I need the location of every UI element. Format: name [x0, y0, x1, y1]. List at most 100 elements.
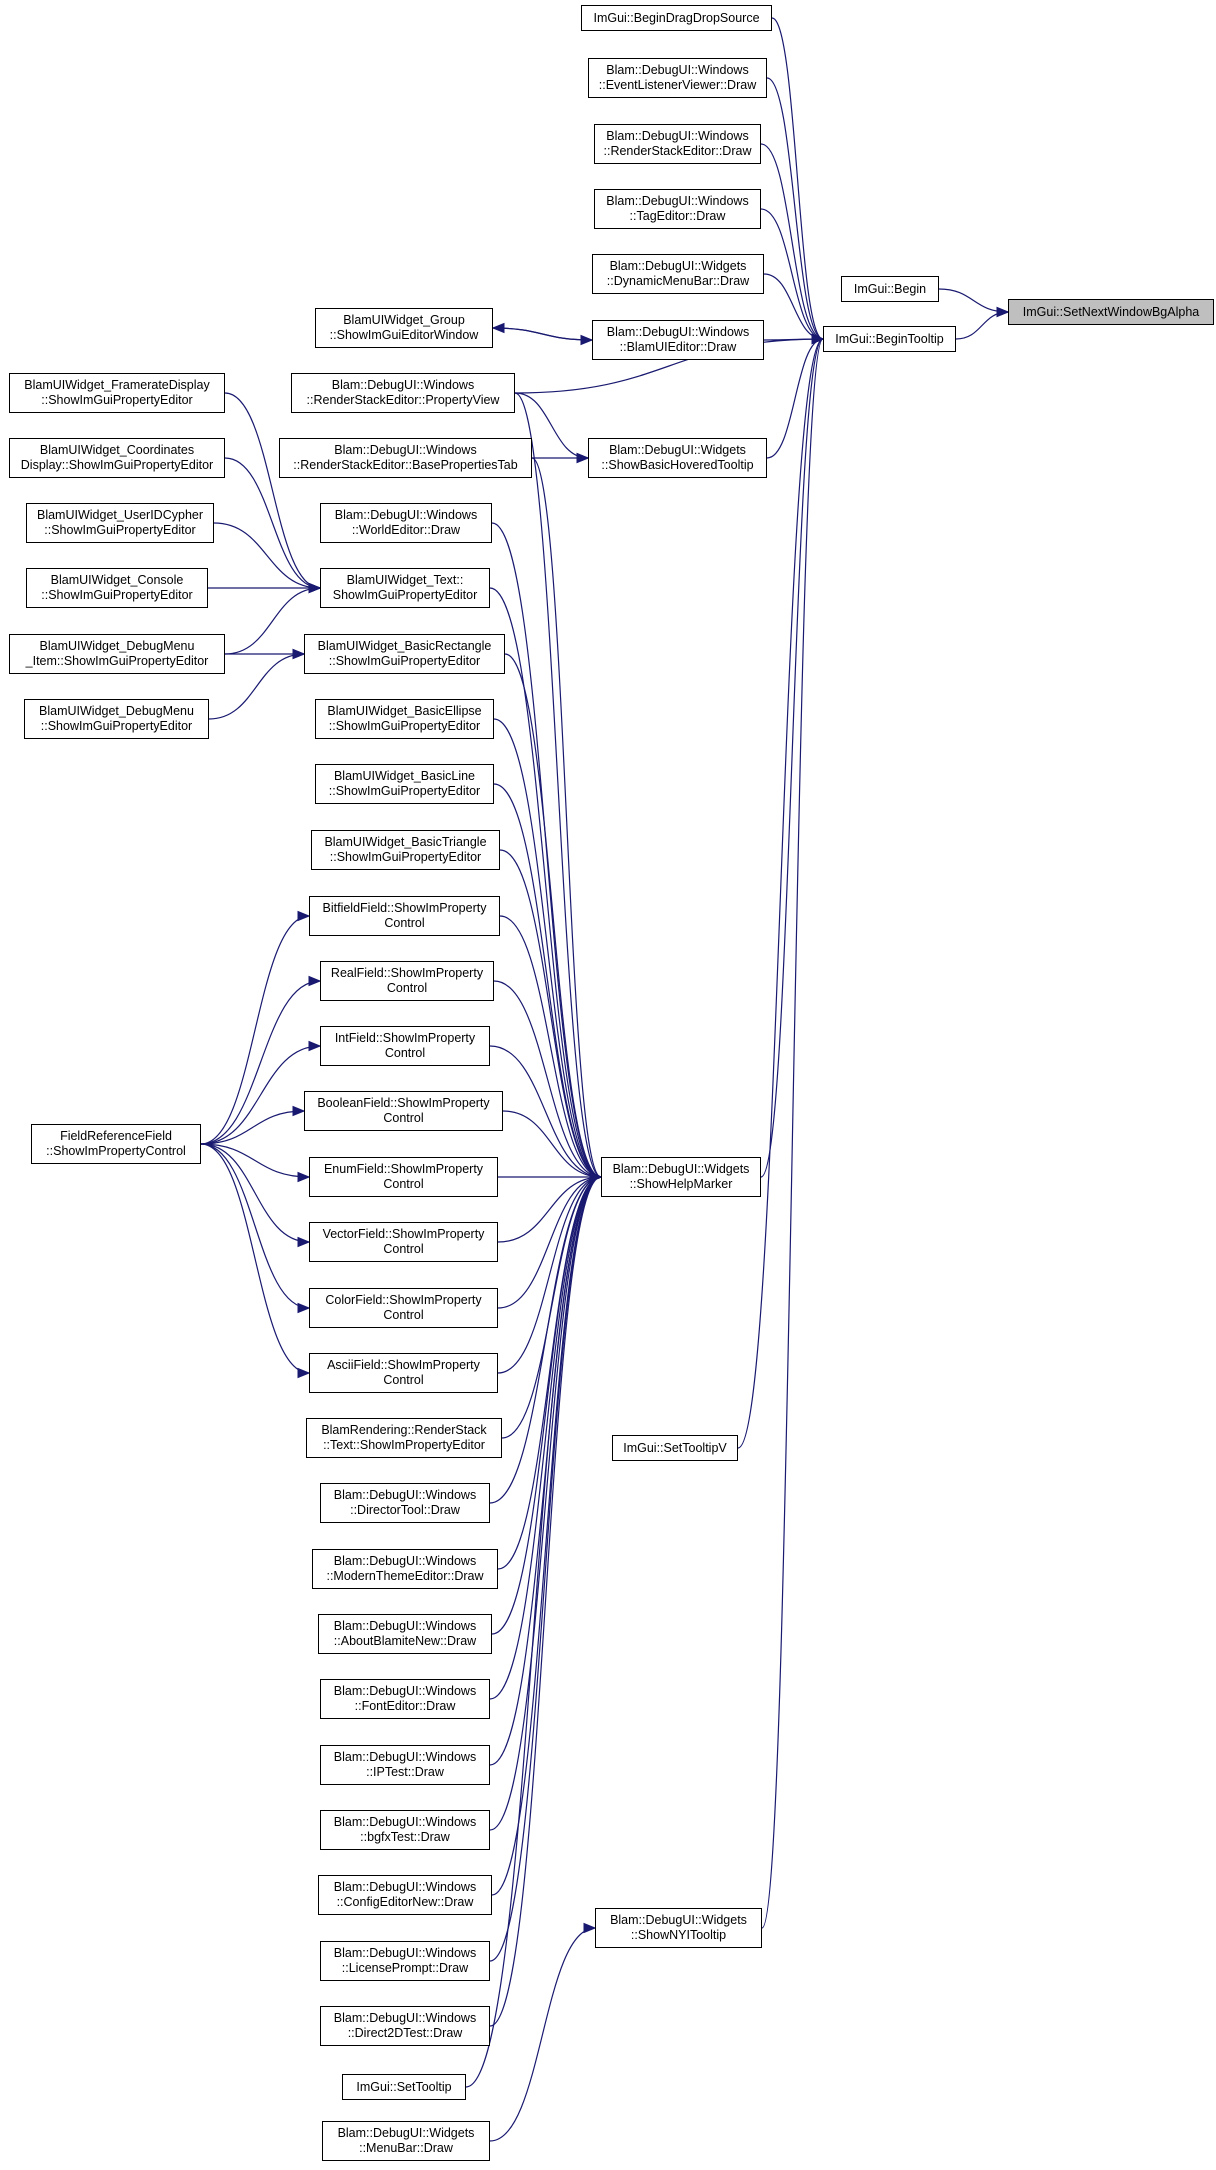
node-modern[interactable]: Blam::DebugUI::Windows ::ModernThemeEdit…	[312, 1549, 498, 1589]
node-dbgitem[interactable]: BlamUIWidget_DebugMenu _Item::ShowImGuiP…	[9, 634, 225, 674]
node-begin[interactable]: ImGui::Begin	[841, 276, 939, 302]
arrowhead-fieldref-to-bitfield	[297, 910, 311, 922]
arrowhead-fieldref-to-real	[308, 975, 322, 987]
edge-license-to-help	[489, 1176, 602, 1962]
node-menubar[interactable]: Blam::DebugUI::Widgets ::MenuBar::Draw	[322, 2121, 490, 2161]
edge-fieldref-to-int	[200, 1045, 321, 1145]
arrowhead-fieldref-to-enum	[297, 1171, 311, 1183]
node-bool[interactable]: BooleanField::ShowImProperty Control	[304, 1091, 503, 1131]
node-color[interactable]: ColorField::ShowImProperty Control	[309, 1288, 498, 1328]
node-director[interactable]: Blam::DebugUI::Windows ::DirectorTool::D…	[320, 1483, 490, 1523]
edge-ascii-to-help	[497, 1176, 602, 1374]
edge-fieldref-to-vector	[200, 1143, 310, 1243]
node-rect[interactable]: BlamUIWidget_BasicRectangle ::ShowImGuiP…	[304, 634, 505, 674]
arrowhead-fieldref-to-int	[308, 1040, 322, 1052]
edge-vector-to-help	[497, 1176, 602, 1243]
edge-fieldref-to-bool	[200, 1110, 305, 1145]
node-hovered[interactable]: Blam::DebugUI::Widgets ::ShowBasicHovere…	[588, 438, 767, 478]
node-line[interactable]: BlamUIWidget_BasicLine ::ShowImGuiProper…	[315, 764, 494, 804]
node-propview[interactable]: Blam::DebugUI::Windows ::RenderStackEdit…	[291, 373, 515, 413]
node-rse[interactable]: Blam::DebugUI::Windows ::RenderStackEdit…	[594, 124, 761, 164]
edge-settooltipv-to-tooltip	[737, 338, 824, 1449]
node-group[interactable]: BlamUIWidget_Group ::ShowImGuiEditorWind…	[315, 308, 493, 348]
arrowhead-fieldref-to-vector	[297, 1236, 311, 1248]
node-enum[interactable]: EnumField::ShowImProperty Control	[309, 1157, 498, 1197]
node-settooltipv[interactable]: ImGui::SetTooltipV	[612, 1435, 738, 1461]
edge-fieldref-to-bitfield	[200, 915, 310, 1145]
edge-tooltip-to-root	[955, 311, 1009, 340]
edge-about-to-help	[491, 1176, 602, 1635]
node-about[interactable]: Blam::DebugUI::Windows ::AboutBlamiteNew…	[318, 1614, 492, 1654]
node-fieldref[interactable]: FieldReferenceField ::ShowImPropertyCont…	[31, 1124, 201, 1164]
node-real[interactable]: RealField::ShowImProperty Control	[320, 961, 494, 1001]
node-userid[interactable]: BlamUIWidget_UserIDCypher ::ShowImGuiPro…	[26, 503, 214, 543]
node-evlist[interactable]: Blam::DebugUI::Windows ::EventListenerVi…	[588, 58, 767, 98]
node-ellipse[interactable]: BlamUIWidget_BasicEllipse ::ShowImGuiPro…	[315, 699, 494, 739]
edge-coords-to-text	[224, 457, 321, 589]
node-tagedit[interactable]: Blam::DebugUI::Windows ::TagEditor::Draw	[594, 189, 761, 229]
edge-propview-to-tooltip	[514, 338, 824, 394]
node-rstext[interactable]: BlamRendering::RenderStack ::Text::ShowI…	[306, 1418, 502, 1458]
node-dynmenu[interactable]: Blam::DebugUI::Widgets ::DynamicMenuBar:…	[592, 254, 764, 294]
edge-fieldref-to-enum	[200, 1143, 310, 1178]
edge-director-to-help	[489, 1176, 602, 1504]
node-settooltip[interactable]: ImGui::SetTooltip	[342, 2074, 466, 2100]
node-basetab[interactable]: Blam::DebugUI::Windows ::RenderStackEdit…	[279, 438, 532, 478]
node-d2d[interactable]: Blam::DebugUI::Windows ::Direct2DTest::D…	[320, 2006, 490, 2046]
edge-bgfx-to-help	[489, 1176, 602, 1831]
node-license[interactable]: Blam::DebugUI::Windows ::LicensePrompt::…	[320, 1941, 490, 1981]
node-bgfx[interactable]: Blam::DebugUI::Windows ::bgfxTest::Draw	[320, 1810, 490, 1850]
edge-text-to-help	[489, 587, 602, 1178]
node-framerate[interactable]: BlamUIWidget_FramerateDisplay ::ShowImGu…	[9, 373, 225, 413]
node-font[interactable]: Blam::DebugUI::Windows ::FontEditor::Dra…	[320, 1679, 490, 1719]
edge-dbgitem-to-text	[224, 587, 321, 655]
edge-font-to-help	[489, 1176, 602, 1700]
node-text[interactable]: BlamUIWidget_Text:: ShowImGuiPropertyEdi…	[320, 568, 490, 608]
edge-rse-to-tooltip	[760, 143, 824, 340]
arrowhead-fieldref-to-bool	[292, 1105, 306, 1117]
node-config[interactable]: Blam::DebugUI::Windows ::ConfigEditorNew…	[318, 1875, 492, 1915]
node-vector[interactable]: VectorField::ShowImProperty Control	[309, 1222, 498, 1262]
edge-settooltip-to-help	[465, 1176, 602, 2088]
arrowhead-dbgmenu-to-rect	[292, 648, 306, 660]
edge-color-to-help	[497, 1176, 602, 1309]
node-uieditor[interactable]: Blam::DebugUI::Windows ::BlamUIEditor::D…	[592, 320, 764, 360]
arrowhead-group-to-uieditor	[580, 334, 594, 346]
arrowhead-basetab-to-hovered	[576, 452, 590, 464]
edge-tagedit-to-tooltip	[760, 208, 824, 340]
arrowhead-dbgitem-to-text	[308, 582, 322, 594]
edge-propview-to-help	[514, 392, 602, 1178]
node-world[interactable]: Blam::DebugUI::Windows ::WorldEditor::Dr…	[320, 503, 492, 543]
node-int[interactable]: IntField::ShowImProperty Control	[320, 1026, 490, 1066]
edge-dbgmenu-to-rect	[208, 653, 305, 720]
node-triangle[interactable]: BlamUIWidget_BasicTriangle ::ShowImGuiPr…	[311, 830, 500, 870]
edge-group-to-uieditor	[492, 327, 593, 341]
edge-nyi-to-tooltip	[761, 338, 824, 1929]
arrowhead-fieldref-to-color	[297, 1302, 311, 1314]
edge-userid-to-text	[213, 522, 321, 589]
node-dbgmenu[interactable]: BlamUIWidget_DebugMenu ::ShowImGuiProper…	[24, 699, 209, 739]
edge-bitfield-to-help	[499, 915, 602, 1178]
node-ascii[interactable]: AsciiField::ShowImProperty Control	[309, 1353, 498, 1393]
edge-help-to-tooltip	[760, 338, 824, 1178]
arrowhead-fieldref-to-ascii	[297, 1367, 311, 1379]
edge-framerate-to-text	[224, 392, 321, 589]
edge-fieldref-to-color	[200, 1143, 310, 1309]
edge-menubar-to-nyi	[489, 1927, 596, 2142]
node-help[interactable]: Blam::DebugUI::Widgets ::ShowHelpMarker	[601, 1157, 761, 1197]
node-iptest[interactable]: Blam::DebugUI::Windows ::IPTest::Draw	[320, 1745, 490, 1785]
node-bitfield[interactable]: BitfieldField::ShowImProperty Control	[309, 896, 500, 936]
edge-rect-to-help	[504, 653, 602, 1178]
arrowhead-settooltip-to-help	[589, 1171, 603, 1183]
edge-dragdrop-to-tooltip	[771, 17, 824, 340]
node-root[interactable]: ImGui::SetNextWindowBgAlpha	[1008, 299, 1214, 325]
edge-evlist-to-tooltip	[766, 77, 824, 340]
edge-triangle-to-help	[499, 849, 602, 1178]
node-coords[interactable]: BlamUIWidget_Coordinates Display::ShowIm…	[9, 438, 225, 478]
node-nyi[interactable]: Blam::DebugUI::Widgets ::ShowNYITooltip	[595, 1908, 762, 1948]
node-console[interactable]: BlamUIWidget_Console ::ShowImGuiProperty…	[26, 568, 208, 608]
edge-fieldref-to-real	[200, 980, 321, 1145]
node-tooltip[interactable]: ImGui::BeginTooltip	[823, 326, 956, 352]
edge-hovered-to-tooltip	[766, 338, 824, 459]
node-dragdrop[interactable]: ImGui::BeginDragDropSource	[581, 5, 772, 31]
